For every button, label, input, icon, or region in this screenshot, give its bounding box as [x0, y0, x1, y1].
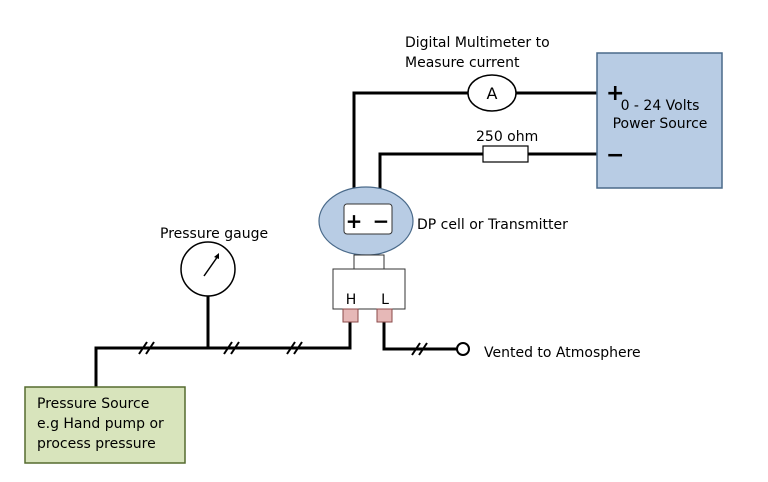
ammeter: A	[467, 74, 517, 112]
power-minus-terminal: −	[606, 143, 624, 168]
multimeter-label-line2: Measure current	[405, 55, 520, 71]
pipe-high-side	[94, 320, 352, 387]
pressure-gauge	[180, 241, 236, 297]
gauge-needle	[203, 255, 219, 277]
pressure-gauge-label: Pressure gauge	[160, 226, 268, 242]
pipe-hash	[230, 341, 240, 355]
pipe-hash	[293, 341, 303, 355]
pressure-source-label-line1: Pressure Source	[37, 396, 149, 412]
pipe-markings	[138, 341, 428, 356]
terminal-block	[343, 203, 393, 235]
pipe-hash	[145, 341, 155, 355]
resistor-label: 250 ohm	[476, 129, 538, 145]
power-source: + − 0 - 24 Volts Power Source	[596, 52, 723, 189]
pressure-source: Pressure Source e.g Hand pump or process…	[24, 386, 186, 464]
gauge-needle-tip	[214, 253, 219, 259]
transmitter-minus-terminal: −	[373, 209, 390, 233]
pipe-low-side	[382, 320, 457, 351]
high-port	[342, 308, 359, 323]
multimeter-label-line1: Digital Multimeter to	[405, 35, 550, 51]
dp-transmitter: + − H L	[318, 186, 414, 323]
resistor-symbol	[482, 145, 529, 163]
pipe-hash	[286, 341, 296, 355]
ammeter-symbol: A	[487, 84, 498, 103]
transmitter-body	[332, 268, 406, 310]
power-plus-terminal: +	[606, 81, 624, 106]
power-source-label-line1: 0 - 24 Volts	[621, 98, 700, 114]
vent-terminal	[456, 342, 470, 356]
low-port	[376, 308, 393, 323]
pipe-hash	[411, 342, 421, 356]
pipe-hash	[138, 341, 148, 355]
transmitter-neck	[353, 254, 385, 270]
transmitter-plus-terminal: +	[346, 209, 363, 233]
pipe-hash	[223, 341, 233, 355]
wire-positive	[352, 91, 469, 214]
pressure-source-label-line2: e.g Hand pump or	[37, 416, 164, 432]
high-port-label: H	[346, 292, 357, 308]
pressure-source-box	[24, 386, 186, 464]
vent-label: Vented to Atmosphere	[484, 345, 641, 361]
low-port-label: L	[381, 292, 389, 308]
pipe-hash	[418, 342, 428, 356]
transmitter-label: DP cell or Transmitter	[417, 217, 568, 233]
power-source-box	[596, 52, 723, 189]
power-source-label-line2: Power Source	[613, 116, 708, 132]
ammeter-circle	[467, 74, 517, 112]
pressure-source-label-line3: process pressure	[37, 436, 156, 452]
